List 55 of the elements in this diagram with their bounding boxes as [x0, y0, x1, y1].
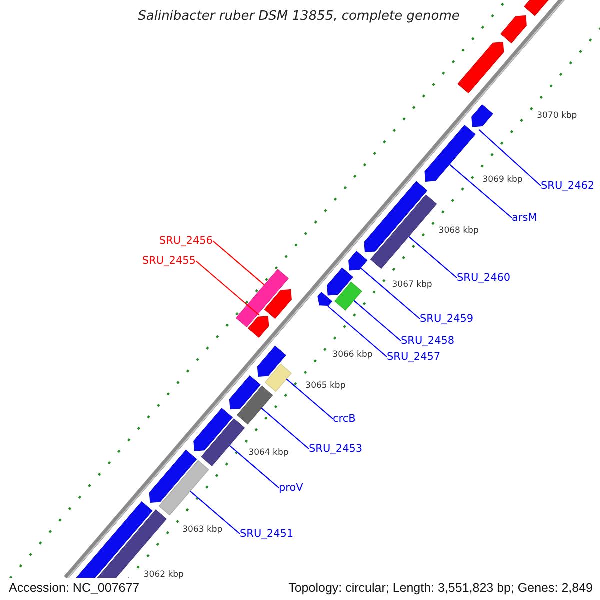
accession-text: Accession: NC_007677 — [9, 581, 140, 596]
gene-label: arsM — [512, 212, 538, 224]
scale-label: 3066 kbp — [332, 350, 373, 360]
leader-line — [261, 408, 310, 450]
leader-line — [478, 130, 542, 186]
gene-label: SRU_2456 — [159, 235, 213, 247]
gene-block — [500, 16, 527, 44]
leader-line — [408, 236, 458, 278]
gene-block — [264, 290, 292, 320]
leader-line — [328, 306, 388, 358]
gene-block — [327, 268, 354, 296]
leader-line — [449, 164, 512, 218]
scale-label: 3064 kbp — [248, 448, 289, 458]
scale-label: 3069 kbp — [482, 174, 523, 185]
gene-block — [194, 408, 233, 452]
leader-line — [196, 260, 260, 316]
gene-bar — [201, 418, 246, 466]
gene-block — [348, 251, 368, 271]
gene-label: SRU_2458 — [401, 335, 455, 347]
leader-line — [212, 240, 265, 286]
gene-block — [149, 450, 198, 503]
scale-label: 3065 kbp — [306, 381, 346, 392]
gene-bar — [334, 282, 362, 311]
gene-bar — [236, 269, 289, 328]
scale-label: 3068 kbp — [438, 226, 479, 236]
gene-label: proV — [279, 482, 304, 494]
leader-line — [360, 268, 420, 320]
gene-label: SRU_2462 — [541, 180, 595, 192]
gene-bar — [236, 386, 274, 425]
gene-label: SRU_2453 — [309, 443, 363, 455]
gene-label: SRU_2459 — [420, 313, 474, 325]
gene-block — [458, 42, 504, 94]
scale-label: 3067 kbp — [392, 280, 432, 290]
leader-line — [354, 300, 402, 342]
gene-label: SRU_2457 — [387, 351, 441, 363]
title: Salinibacter ruber DSM 13855, complete genome — [137, 9, 461, 24]
gene-block — [318, 292, 333, 306]
gene-block — [257, 346, 286, 377]
gene-block — [229, 376, 261, 410]
scale-label: 3070 kbp — [537, 111, 578, 122]
gene-block — [424, 125, 476, 182]
scale-label: 3063 kbp — [182, 524, 223, 535]
gene-label: crcB — [333, 413, 356, 425]
gene-block — [248, 316, 270, 338]
gene-bar — [264, 364, 292, 392]
gene-block — [364, 181, 428, 253]
gene-label: SRU_2460 — [457, 272, 511, 284]
gene-block — [472, 104, 494, 128]
gene-label: SRU_2451 — [240, 528, 294, 540]
genome-stats-text: Topology: circular; Length: 3,551,823 bp; Genes: 2,849 — [288, 581, 593, 596]
gene-bar — [158, 460, 210, 516]
leader-line — [229, 445, 280, 488]
gene-label: SRU_2455 — [142, 255, 196, 267]
scale-label: 3062 kbp — [144, 570, 184, 580]
gene-bar — [370, 194, 438, 270]
